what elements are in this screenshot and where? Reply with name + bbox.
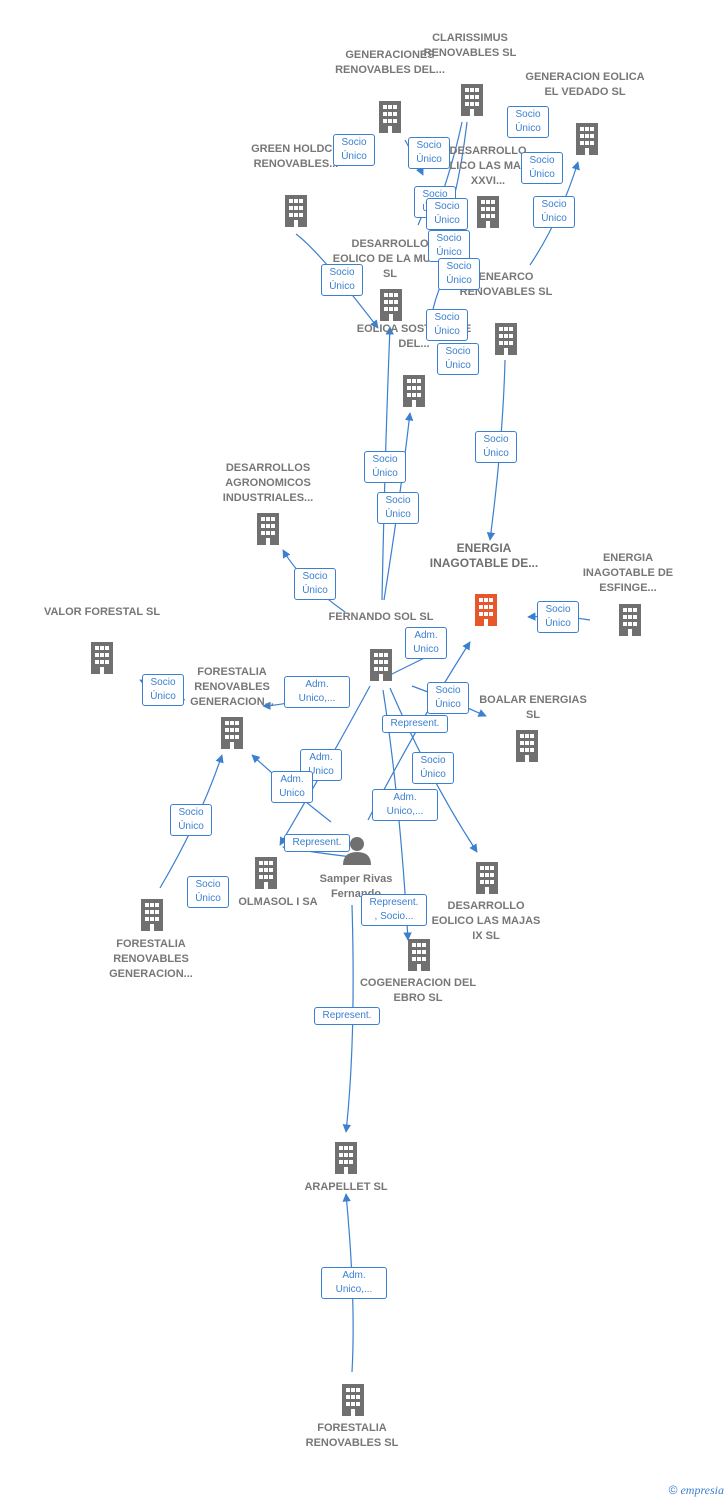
footer-brand: ©empresia	[669, 1483, 724, 1498]
node-label-generaciones[interactable]: GENERACIONES RENOVABLES DEL...	[335, 49, 445, 76]
person-icon[interactable]	[343, 837, 371, 865]
building-icon[interactable]	[476, 862, 498, 894]
brand-name: empresia	[680, 1483, 724, 1497]
building-icon[interactable]	[495, 323, 517, 355]
edge-label[interactable]: Adm.Unico,...	[372, 789, 438, 821]
building-icon[interactable]	[335, 1142, 357, 1174]
node-label-enearco[interactable]: ENEARCO RENOVABLES SL	[459, 271, 553, 298]
edge-label[interactable]: Represent., Socio...	[361, 894, 427, 926]
building-icon[interactable]	[91, 642, 113, 674]
building-icon[interactable]	[403, 375, 425, 407]
node-label-desarrollos-agro[interactable]: DESARROLLOS AGRONOMICOS INDUSTRIALES...	[222, 462, 314, 504]
building-icon[interactable]	[342, 1384, 364, 1416]
edge-label[interactable]: Represent.	[284, 834, 350, 852]
edge-line	[342, 904, 354, 1133]
building-icon[interactable]	[461, 84, 483, 116]
node-label-des-muga[interactable]: DESARROLLO EOLICO DE LA MUGA SL	[332, 238, 448, 280]
building-icon[interactable]	[576, 123, 598, 155]
edge-label[interactable]: Adm.Unico,...	[284, 676, 350, 708]
node-label-forestalia-gen-2[interactable]: FORESTALIA RENOVABLES GENERACION...	[109, 938, 193, 980]
node-label-cogeneracion[interactable]: COGENERACION DEL EBRO SL	[359, 977, 477, 1004]
node-label-clarissimus[interactable]: CLARISSIMUS RENOVABLES SL	[423, 32, 517, 59]
node-label-energia-esfinge[interactable]: ENERGIA INAGOTABLE DE ESFINGE...	[582, 552, 674, 594]
node-label-green-holdco[interactable]: GREEN HOLDCO RENOVABLES...	[251, 143, 341, 170]
building-icon[interactable]	[221, 717, 243, 749]
edge-label[interactable]: Adm.Unico	[271, 771, 313, 803]
node-label-fernando-sol[interactable]: FERNANDO SOL SL	[328, 611, 434, 623]
building-icon[interactable]	[370, 649, 392, 681]
node-label-energia-inagotable[interactable]: ENERGIA INAGOTABLE DE...	[429, 541, 539, 570]
node-label-forestalia-sl[interactable]: FORESTALIA RENOVABLES SL	[305, 1422, 399, 1449]
icons-layer	[91, 84, 641, 1416]
building-icon[interactable]	[285, 195, 307, 227]
building-icon[interactable]	[516, 730, 538, 762]
building-icon[interactable]	[141, 899, 163, 931]
node-label-gen-eolica-vedado[interactable]: GENERACION EOLICA EL VEDADO SL	[525, 71, 645, 98]
building-icon[interactable]	[380, 289, 402, 321]
edge-label[interactable]: Adm.Unico,...	[321, 1267, 387, 1299]
node-label-des-majas-xxvi[interactable]: DESARROLLO EOLICO LAS MAJAS XXVI...	[433, 145, 543, 187]
edge-label[interactable]: Adm.Unico	[405, 627, 447, 659]
copyright-symbol: ©	[668, 1483, 678, 1497]
node-label-forestalia-gen-1[interactable]: FORESTALIA RENOVABLES GENERACION...	[190, 666, 274, 708]
node-label-arapellet[interactable]: ARAPELLET SL	[304, 1181, 388, 1193]
edge-label[interactable]: Represent.	[382, 715, 448, 733]
node-label-boalar[interactable]: BOALAR ENERGIAS SL	[479, 694, 587, 721]
building-icon[interactable]	[255, 857, 277, 889]
building-icon[interactable]	[475, 594, 497, 626]
node-label-olmasol[interactable]: OLMASOL I SA	[238, 896, 318, 908]
edge-label[interactable]: Represent.	[314, 1007, 380, 1025]
node-label-des-majas-ix[interactable]: DESARROLLO EOLICO LAS MAJAS IX SL	[431, 900, 541, 942]
node-label-valor-forestal[interactable]: VALOR FORESTAL SL	[43, 606, 161, 618]
building-icon[interactable]	[619, 604, 641, 636]
building-icon[interactable]	[257, 513, 279, 545]
building-icon[interactable]	[379, 101, 401, 133]
building-icon[interactable]	[477, 196, 499, 228]
